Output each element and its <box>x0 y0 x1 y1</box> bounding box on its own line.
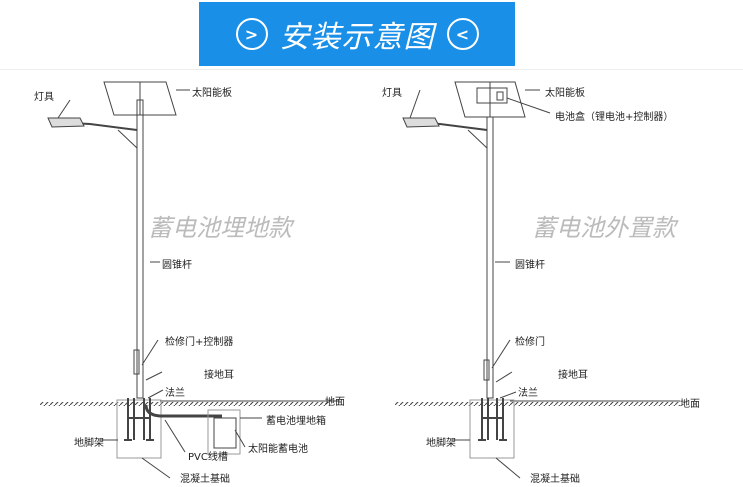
label-lamp: 灯具 <box>382 88 402 99</box>
battery-box <box>207 409 241 455</box>
label-panel: 太阳能板 <box>545 88 585 99</box>
lamp <box>47 117 85 128</box>
chevron-right-circle-icon: > <box>235 18 268 50</box>
lamp <box>402 117 440 128</box>
pole <box>136 99 144 399</box>
battery-box <box>476 87 508 104</box>
label-door: 检修门+控制器 <box>165 337 234 348</box>
label-anchor: 地脚架 <box>74 438 104 449</box>
label-panel: 太阳能板 <box>192 88 232 99</box>
divider <box>0 69 743 70</box>
label-lamp: 灯具 <box>34 92 54 103</box>
label-flange: 法兰 <box>165 388 185 399</box>
label-pole: 圆锥杆 <box>162 260 192 271</box>
right-watermark: 蓄电池外置款 <box>532 214 676 242</box>
label-pole: 圆锥杆 <box>515 260 545 271</box>
label-ground: 地面 <box>680 399 700 410</box>
left-watermark: 蓄电池埋地款 <box>148 214 292 242</box>
label-concrete: 混凝土基础 <box>530 474 580 485</box>
solar-panel <box>454 81 526 118</box>
concrete-foundation <box>469 399 515 459</box>
ground-hatch <box>40 402 330 406</box>
label-battery: 太阳能蓄电池 <box>248 444 308 455</box>
title-banner: > 安装示意图 < <box>199 2 515 66</box>
label-battery-box: 电池盒（锂电池+控制器） <box>555 112 674 123</box>
label-ground-ear: 接地耳 <box>204 370 234 381</box>
solar-panel <box>103 81 177 116</box>
label-ground-ear: 接地耳 <box>558 370 588 381</box>
label-battery-box: 蓄电池埋地箱 <box>266 416 326 427</box>
label-flange: 法兰 <box>518 388 538 399</box>
label-concrete: 混凝土基础 <box>180 474 230 485</box>
ground-hatch <box>395 402 680 406</box>
left-diagram <box>40 81 340 479</box>
label-anchor: 地脚架 <box>426 438 456 449</box>
banner-title: 安装示意图 <box>279 20 435 55</box>
anchor-frame <box>478 398 507 441</box>
label-ground: 地面 <box>325 397 345 408</box>
pvc-conduit <box>144 404 222 418</box>
concrete-foundation <box>116 399 162 459</box>
battery <box>213 417 237 449</box>
pole <box>486 116 494 399</box>
chevron-left-circle-icon: < <box>446 18 479 50</box>
service-door <box>133 349 140 375</box>
label-pvc: PVC线槽 <box>188 452 228 463</box>
service-door <box>483 359 490 381</box>
right-diagram <box>395 81 680 479</box>
label-door: 检修门 <box>515 337 545 348</box>
anchor-frame <box>124 398 154 441</box>
